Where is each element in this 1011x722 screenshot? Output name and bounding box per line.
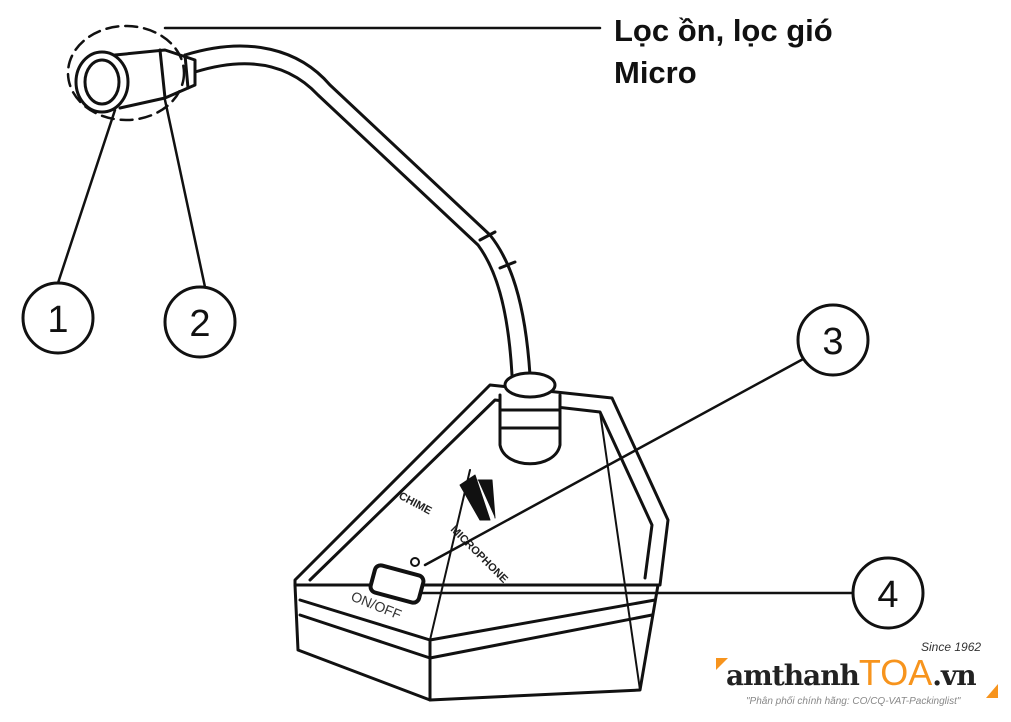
logo-since: Since 1962 [921,640,982,654]
logo-slogan: "Phân phối chính hãng: CO/CQ-VAT-Packing… [746,696,961,707]
gooseneck [183,44,532,377]
logo-text-dark: amthanh [726,659,860,692]
mic-base: CHIME MICROPHONE ON/OFF [293,371,670,702]
mic-capsule [74,50,130,114]
gooseneck-inner [193,62,514,377]
callout-2: 2 [163,285,237,359]
callout-4: 4 [851,556,925,630]
svg-text:4: 4 [877,574,898,616]
logo-text-domain: .vn [932,659,976,692]
annotation-line-1: Lọc ồn, lọc gió [614,13,833,48]
svg-text:3: 3 [822,321,843,363]
callout-1: 1 [21,281,95,355]
svg-text:2: 2 [189,303,210,345]
annotation-line-2: Micro [614,55,697,90]
callout-3: 3 [796,303,870,377]
svg-text:1: 1 [47,299,68,341]
logo-text-brand: TOA [858,652,933,693]
filter-dashed-outline [66,24,186,122]
